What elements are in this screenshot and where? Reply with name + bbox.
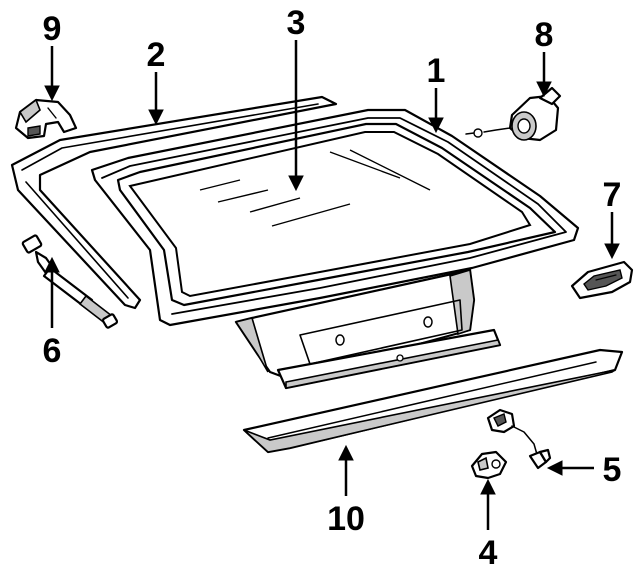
callout-5: 5 xyxy=(603,451,622,489)
callout-10: 10 xyxy=(327,500,365,538)
callout-8: 8 xyxy=(535,16,554,54)
callout-7: 7 xyxy=(603,176,622,214)
leader-arrows xyxy=(44,40,620,530)
callout-9: 9 xyxy=(43,10,62,48)
latch-part xyxy=(486,408,552,470)
callout-6: 6 xyxy=(43,332,62,370)
weatherstrip-part xyxy=(10,95,338,310)
hinge-part xyxy=(14,98,78,140)
glass-part xyxy=(128,131,532,298)
callout-1: 1 xyxy=(427,52,446,90)
trim-panel-part xyxy=(242,348,624,454)
lock-actuator-part xyxy=(465,86,562,142)
callout-2: 2 xyxy=(147,36,166,74)
callout-4: 4 xyxy=(479,534,498,572)
license-lamp-part xyxy=(570,260,634,300)
callout-labels: 9 2 3 1 8 7 6 10 4 5 xyxy=(43,4,622,572)
striker-part xyxy=(470,450,508,480)
callout-3: 3 xyxy=(287,4,306,42)
